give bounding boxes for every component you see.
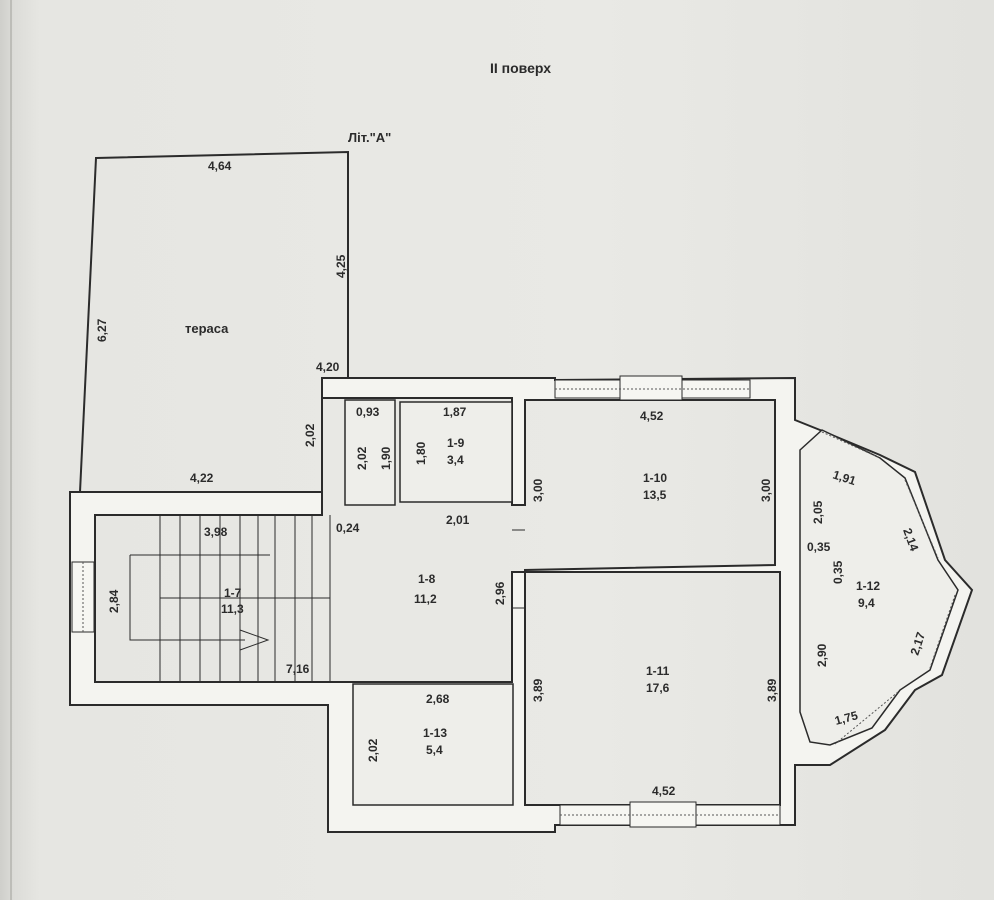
room-1-13-area: 5,4 — [426, 743, 443, 757]
window-bottom-1 — [559, 804, 631, 826]
room-1-12-id: 1-12 — [856, 579, 880, 593]
dim-191: 1,91 — [831, 468, 858, 489]
room-1-12-area: 9,4 — [858, 596, 875, 610]
bay-window-3 — [929, 594, 956, 669]
dim-187: 1,87 — [443, 405, 467, 419]
dim-180: 1,80 — [414, 441, 428, 465]
dim-202-c: 2,02 — [366, 738, 380, 762]
dim-035-a: 0,35 — [807, 540, 831, 554]
room-1-8-id: 1-8 — [418, 572, 436, 586]
dim-716: 7,16 — [286, 662, 310, 676]
dim-093: 0,93 — [356, 405, 380, 419]
dim-300-a: 3,00 — [531, 478, 545, 502]
dim-terrace-step: 2,02 — [303, 423, 317, 447]
closet-box — [344, 399, 396, 506]
dim-202-b: 2,02 — [355, 446, 369, 470]
room-1-7-id: 1-7 — [224, 586, 242, 600]
window-top-2 — [619, 375, 683, 401]
staircase — [129, 515, 331, 682]
dim-452-top: 4,52 — [640, 409, 664, 423]
dim-296: 2,96 — [493, 581, 507, 605]
dim-217: 2,17 — [908, 630, 929, 657]
dim-452-bottom: 4,52 — [652, 784, 676, 798]
room-1-10-id: 1-10 — [643, 471, 667, 485]
dim-terrace-bottom: 4,22 — [190, 471, 214, 485]
terrace-name: тераса — [185, 321, 229, 336]
dim-terrace-right: 4,25 — [334, 254, 348, 278]
dim-389-a: 3,89 — [531, 678, 545, 702]
window-bottom-2 — [629, 801, 697, 828]
room-1-9-area: 3,4 — [447, 453, 464, 467]
building-letter-label: Літ."А" — [348, 130, 392, 145]
dim-024: 0,24 — [336, 521, 360, 535]
page-binding-edge — [10, 0, 12, 900]
dim-terrace-corner: 4,20 — [316, 360, 340, 374]
room-1-7-area: 11,3 — [221, 602, 244, 616]
dim-268: 2,68 — [426, 692, 450, 706]
dim-terrace-top: 4,64 — [208, 159, 232, 173]
floor-title: II поверх — [490, 60, 552, 76]
bay-window-1 — [821, 431, 881, 459]
room-1-9-id: 1-9 — [447, 436, 465, 450]
dim-389-b: 3,89 — [765, 678, 779, 702]
bay-window-4 — [834, 691, 899, 745]
room-1-8-area: 11,2 — [414, 592, 437, 606]
room-1-10-area: 13,5 — [643, 488, 667, 502]
room-1-11-area: 17,6 — [646, 681, 670, 695]
dim-terrace-left: 6,27 — [95, 318, 109, 342]
dim-205: 2,05 — [811, 500, 825, 524]
dim-035-b: 0,35 — [831, 560, 845, 584]
room-1-13-id: 1-13 — [423, 726, 447, 740]
dim-290: 2,90 — [815, 643, 829, 667]
room-1-11-id: 1-11 — [646, 664, 670, 678]
dim-175: 1,75 — [833, 708, 859, 728]
dim-190: 1,90 — [379, 446, 393, 470]
window-left — [71, 561, 95, 633]
dim-284: 2,84 — [107, 589, 121, 613]
room-1-13-box — [352, 683, 514, 806]
dim-201: 2,01 — [446, 513, 470, 527]
room-1-12-bay — [799, 429, 959, 746]
dim-398: 3,98 — [204, 525, 228, 539]
dim-300-b: 3,00 — [759, 478, 773, 502]
